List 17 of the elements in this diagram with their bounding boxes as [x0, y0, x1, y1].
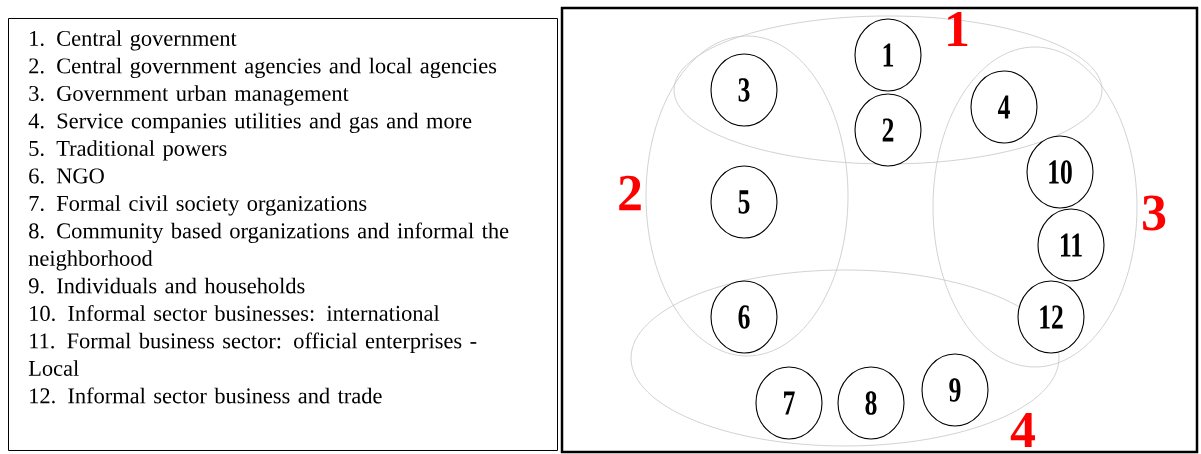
list-item: 1. Central government [30, 30, 237, 51]
list-item: 7. Formal civil society organizations [29, 195, 367, 216]
list-item: 5. Traditional powers [29, 140, 227, 161]
list-item: 3. Government urban management [29, 85, 349, 106]
list-item: 10. Informal sector businesses: international [30, 304, 440, 321]
list-item: 11. Formal business sector: official enterprises - Local [28, 332, 477, 376]
group-number: 4 [1010, 412, 1035, 448]
list-item: 9. Individuals and households [28, 277, 305, 294]
list-item: 4. Service companies utilities and gas and more [28, 112, 472, 134]
group-number: 1 [948, 11, 968, 47]
legend-box [8, 18, 558, 451]
list-item: 2. Central government agencies and local agencies [29, 57, 497, 79]
group-number: 3 [1143, 195, 1166, 231]
list-item: 12. Informal sector business and trade [30, 387, 382, 404]
group-number: 2 [619, 175, 641, 211]
list-item: 6. NGO [29, 168, 104, 184]
list-item: 8. Community based organizations and informal the neighborhood [28, 222, 509, 271]
